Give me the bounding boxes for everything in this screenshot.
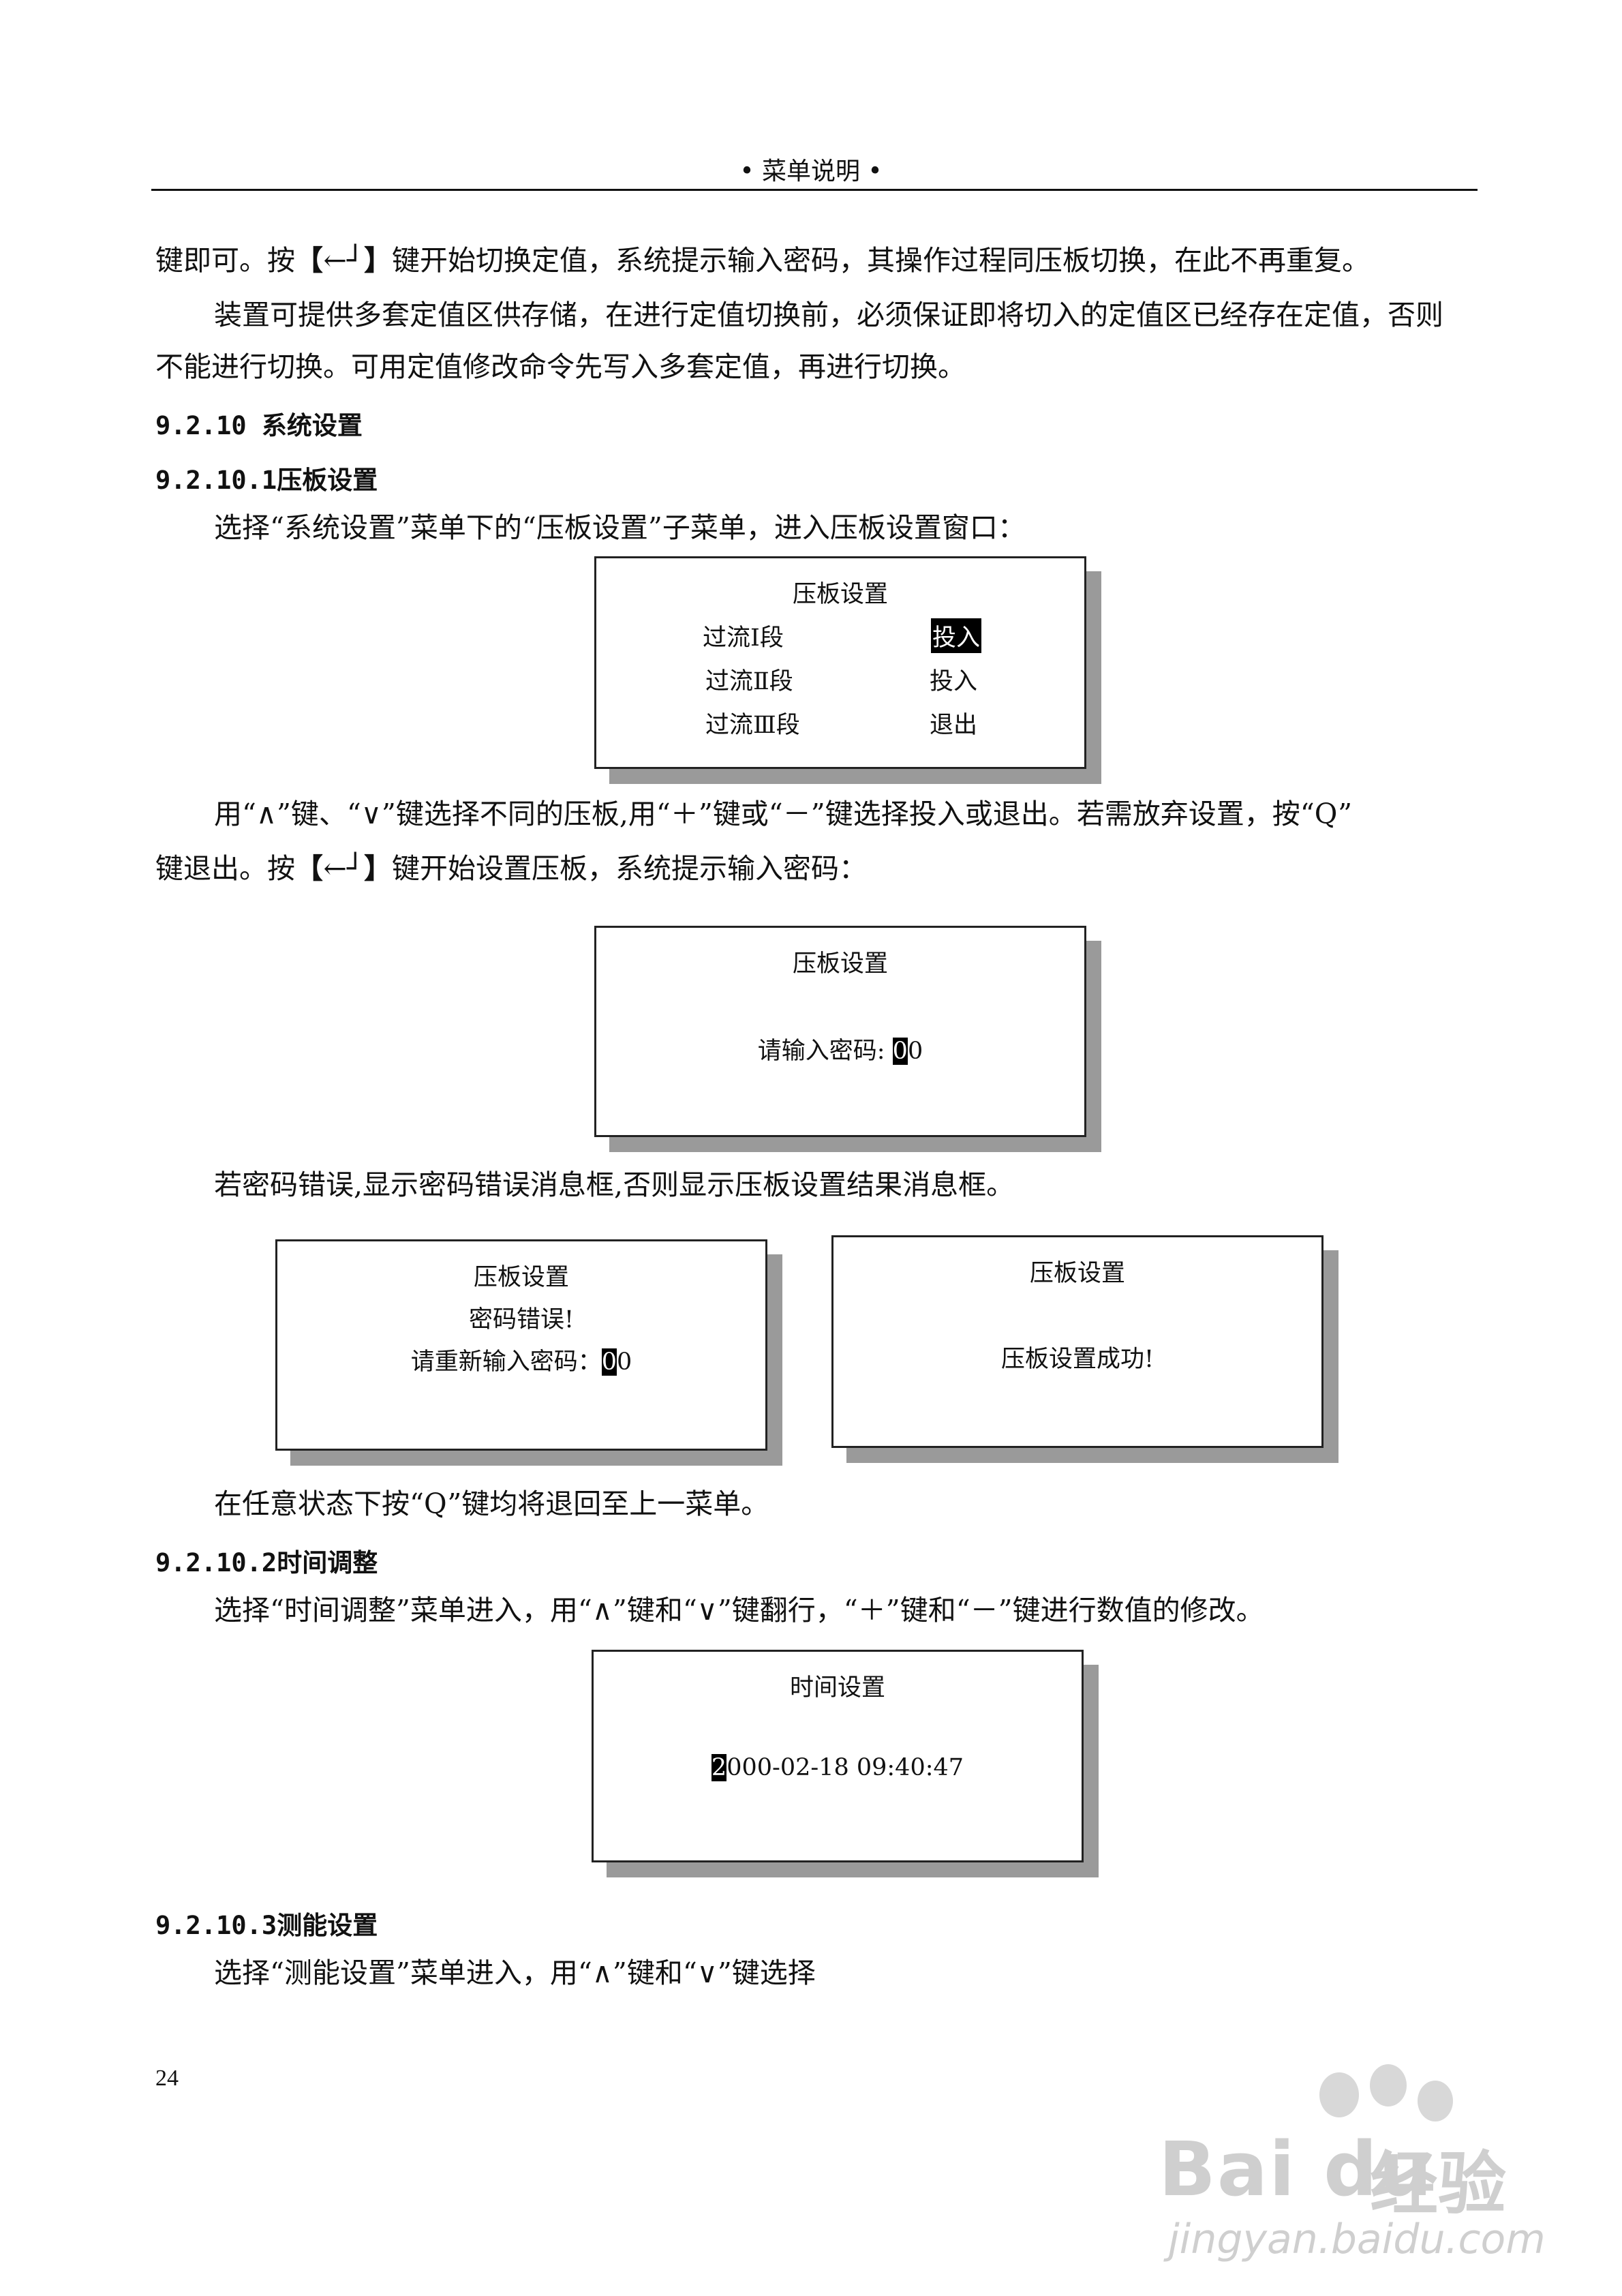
password-prompt[interactable]: 请输入密码: 00 [757,1038,923,1065]
paragraph-3: 选择“系统设置”菜单下的“压板设置”子菜单，进入压板设置窗口： [214,511,1026,544]
watermark-brand: Bai du [1159,2126,1434,2213]
paragraph-4-line-2: 键退出。按【←┘】键开始设置压板，系统提示输入密码： [155,852,867,885]
re-enter-password-prompt[interactable]: 请重新输入密码：00 [410,1348,632,1376]
time-setting-dialog: 时间设置 2000-02-18 09:40:47 [592,1650,1099,1877]
platen-row-state[interactable]: 投入 [930,668,978,695]
text-cursor: 0 [892,1038,908,1065]
paragraph-6: 在任意状态下按“Q”键均将退回至上一菜单。 [214,1487,769,1520]
paw-icon [1418,2081,1453,2121]
watermark-cn: 经验 [1370,2144,1506,2224]
heading-9-2-10: 9.2.10 系统设置 [155,411,363,440]
text-cursor: 0 [601,1348,617,1376]
password-dialog: 压板设置 请输入密码: 00 [594,926,1101,1152]
paragraph-2-line-1: 装置可提供多套定值区供存储，在进行定值切换前，必须保证即将切入的定值区已经存在定… [214,299,1443,331]
platen-settings-dialog: 压板设置 过流Ⅰ段 投入 过流Ⅱ段 投入 过流Ⅲ段 退出 [594,556,1101,784]
platen-row-name: 过流Ⅰ段 [703,624,784,652]
platen-success-dialog: 压板设置 压板设置成功! [831,1235,1338,1463]
heading-9-2-10-1: 9.2.10.1压板设置 [155,466,378,495]
dialog-title: 压板设置 [1029,1260,1125,1287]
running-header: • 菜单说明 • [739,157,883,185]
paragraph-2-line-2: 不能进行切换。可用定值修改命令先写入多套定值，再进行切换。 [155,350,966,383]
enter-key-icon: ←┘ [323,244,364,277]
paragraph-4-line-1: 用“∧”键、“∨”键选择不同的压板,用“＋”键或“－”键选择投入或退出。若需放弃… [214,798,1353,830]
error-message: 密码错误! [468,1306,575,1333]
paw-icon [1370,2064,1407,2106]
dialog-title: 时间设置 [789,1674,885,1702]
platen-row-name: 过流Ⅱ段 [705,668,793,695]
heading-9-2-10-2: 9.2.10.2时间调整 [155,1548,378,1577]
success-message: 压板设置成功! [1000,1346,1154,1373]
platen-row-name: 过流Ⅲ段 [705,712,800,739]
heading-9-2-10-3: 9.2.10.3测能设置 [155,1911,378,1940]
password-error-dialog: 压板设置 密码错误! 请重新输入密码：00 [275,1239,782,1466]
page-number: 24 [155,2066,179,2091]
enter-key-icon: ←┘ [323,852,364,885]
paragraph-1: 键即可。按【←┘】键开始切换定值，系统提示输入密码，其操作过程同压板切换，在此不… [155,244,1370,277]
text-cursor: 2 [711,1754,727,1781]
header-rule [151,189,1478,191]
watermark-url: jingyan.baidu.com [1168,2216,1546,2263]
platen-row-state-selected[interactable]: 投入 [931,618,982,653]
datetime-value[interactable]: 2000-02-18 09:40:47 [711,1754,964,1781]
paragraph-7: 选择“时间调整”菜单进入，用“∧”键和“∨”键翻行，“＋”键和“－”键进行数值的… [214,1594,1264,1627]
dialog-title: 压板设置 [792,581,888,608]
paragraph-5: 若密码错误,显示密码错误消息框,否则显示压板设置结果消息框。 [214,1168,1015,1201]
dialog-title: 压板设置 [473,1264,569,1291]
platen-row-state[interactable]: 退出 [930,712,978,739]
dialog-title: 压板设置 [792,950,888,978]
paragraph-8: 选择“测能设置”菜单进入，用“∧”键和“∨”键选择 [214,1957,816,1989]
paw-icon [1319,2072,1359,2117]
